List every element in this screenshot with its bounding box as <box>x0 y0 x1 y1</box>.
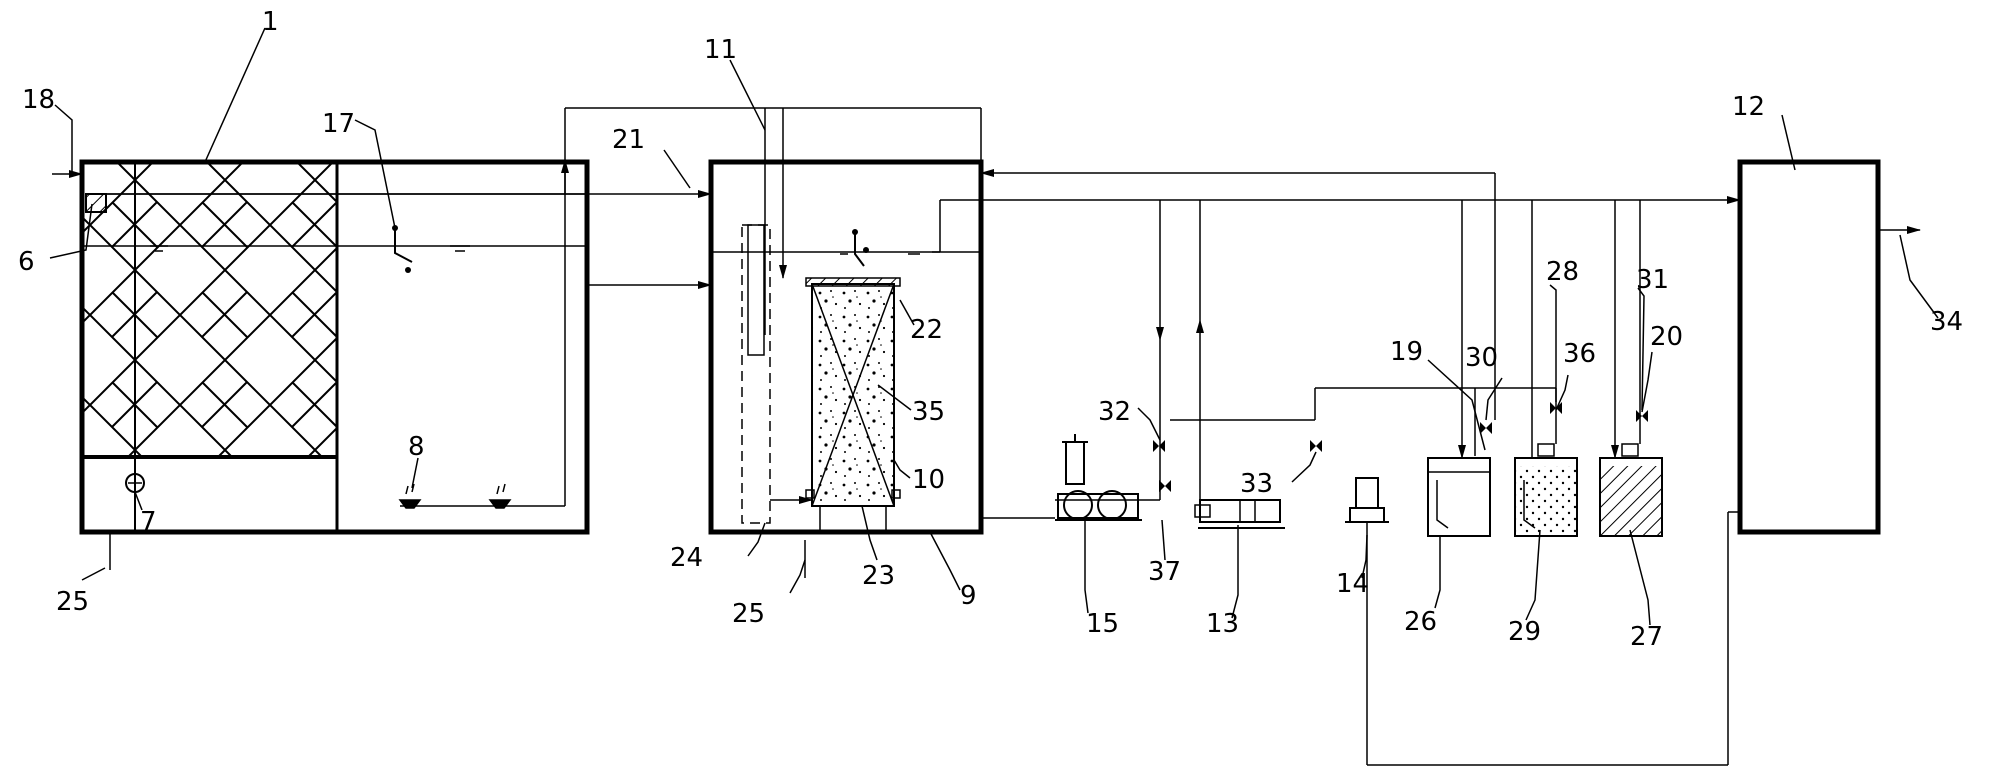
label-12: 12 <box>1732 92 1765 122</box>
label-7: 7 <box>140 507 157 537</box>
label-24: 24 <box>670 543 703 573</box>
label-37: 37 <box>1148 557 1181 587</box>
pump-icon-14 <box>1345 477 1389 535</box>
label-10: 10 <box>912 465 945 495</box>
label-25a: 25 <box>56 587 89 617</box>
label-31: 31 <box>1636 265 1669 295</box>
label-25b: 25 <box>732 599 765 629</box>
label-27: 27 <box>1630 622 1663 652</box>
label-1: 1 <box>262 7 279 37</box>
label-23: 23 <box>862 561 895 591</box>
blower-icon <box>1055 434 1142 521</box>
label-33: 33 <box>1240 469 1273 499</box>
leader-lines <box>49 27 1939 626</box>
label-22: 22 <box>910 315 943 345</box>
label-9: 9 <box>960 581 977 611</box>
label-36: 36 <box>1563 339 1596 369</box>
screen-icon <box>85 193 107 213</box>
valve-icon <box>1153 402 1648 492</box>
label-35: 35 <box>912 397 945 427</box>
label-8: 8 <box>408 432 425 462</box>
label-6: 6 <box>18 247 35 277</box>
pipe-network <box>52 107 1921 766</box>
tank-26 <box>1427 457 1491 537</box>
label-20: 20 <box>1650 322 1683 352</box>
tank-12 <box>1737 159 1881 535</box>
label-19: 19 <box>1390 337 1423 367</box>
membrane-module-10 <box>805 277 901 532</box>
label-17: 17 <box>322 109 355 139</box>
level-sensor-icon <box>392 225 413 273</box>
aerator-icon <box>398 483 565 509</box>
tank-29 <box>1514 443 1578 537</box>
sensor-icon-tank9 <box>840 229 920 267</box>
label-32: 32 <box>1098 397 1131 427</box>
label-11: 11 <box>704 35 737 65</box>
label-29: 29 <box>1508 617 1541 647</box>
label-34: 34 <box>1930 307 1963 337</box>
label-14: 14 <box>1336 569 1369 599</box>
label-15: 15 <box>1086 609 1119 639</box>
label-26: 26 <box>1404 607 1437 637</box>
draft-tube-24 <box>741 224 771 524</box>
label-30: 30 <box>1465 343 1498 373</box>
label-21: 21 <box>612 125 645 155</box>
label-28: 28 <box>1546 257 1579 287</box>
water-level-mark <box>150 245 470 252</box>
label-13: 13 <box>1206 609 1239 639</box>
mixer-icon <box>125 473 145 493</box>
label-18: 18 <box>22 85 55 115</box>
tank-27 <box>1599 443 1663 537</box>
pump-icon-13 <box>1194 499 1285 529</box>
callout-labels: 1 18 6 7 25 17 8 21 11 22 35 10 24 23 25… <box>18 7 1963 652</box>
tank-1 <box>79 159 590 535</box>
